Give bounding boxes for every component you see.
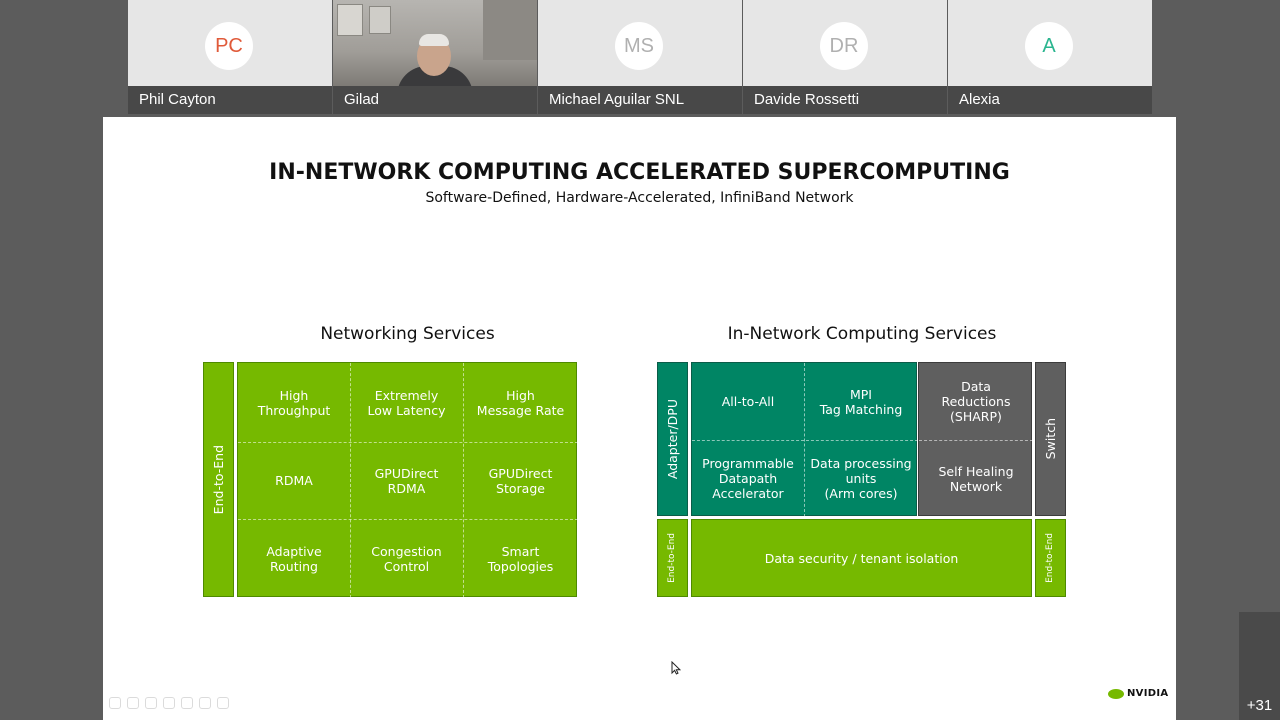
participant-name: Alexia [948,86,1152,114]
shared-slide: IN-NETWORK COMPUTING ACCELERATED SUPERCO… [103,117,1176,720]
prev-slide-icon[interactable] [109,697,121,709]
participant-name: Phil Cayton [128,86,332,114]
avatar: A [1025,22,1073,70]
avatar: MS [615,22,663,70]
more-options-icon[interactable] [181,697,193,709]
avatar-initials: DR [829,34,859,57]
slide-subtitle: Software-Defined, Hardware-Accelerated, … [425,190,854,206]
more-participants-count: +31 [1246,697,1273,714]
data-security-bar: Data security / tenant isolation [691,519,1032,597]
nvidia-logo: NVIDIA [1108,688,1168,699]
participant-name: Gilad [333,86,537,114]
end-to-end-left-bar: End-to-End [657,519,688,597]
participant-tile-phil-cayton[interactable]: PC Phil Cayton [128,0,332,114]
slide-title: IN-NETWORK COMPUTING ACCELERATED SUPERCO… [269,160,1010,185]
adapter-dpu-side-bar: Adapter/DPU [657,362,688,516]
nvidia-logo-text: NVIDIA [1127,688,1169,699]
participant-strip: PC Phil Cayton Gilad MS Michael Aguilar … [128,0,1152,114]
end-to-end-side-bar: End-to-End [203,362,234,597]
participant-video [333,0,537,86]
switch-side-bar: Switch [1035,362,1066,516]
slides-grid-icon[interactable] [163,697,175,709]
participant-tile-davide-rossetti[interactable]: DR Davide Rossetti [743,0,947,114]
slideshow-toolbar [109,697,229,709]
participant-tile-gilad[interactable]: Gilad [333,0,537,114]
cell-rdma: RDMA [275,473,313,488]
in-network-computing-heading: In-Network Computing Services [727,324,997,344]
subtitles-icon[interactable] [199,697,211,709]
avatar-initials: A [1042,34,1056,57]
pen-icon[interactable] [145,697,157,709]
zoom-icon[interactable] [217,697,229,709]
more-participants-button[interactable]: +31 [1239,612,1280,720]
end-to-end-label: End-to-End [211,444,226,515]
next-slide-icon[interactable] [127,697,139,709]
adapter-dpu-label: Adapter/DPU [665,398,680,480]
data-security-label: Data security / tenant isolation [764,550,959,566]
mouse-cursor-icon [671,660,682,679]
switch-label: Switch [1043,418,1058,460]
participant-tile-michael-aguilar[interactable]: MS Michael Aguilar SNL [538,0,742,114]
end-to-end-right-label: End-to-End [1045,533,1056,583]
avatar: DR [820,22,868,70]
nvidia-eye-icon [1108,688,1124,699]
cell-all-to-all: All-to-All [721,394,775,409]
networking-services-heading: Networking Services [320,324,495,344]
end-to-end-left-label: End-to-End [667,533,678,583]
participant-name: Michael Aguilar SNL [538,86,742,114]
participant-tile-alexia[interactable]: A Alexia [948,0,1152,114]
participant-name: Davide Rossetti [743,86,947,114]
avatar-initials: MS [624,34,654,57]
avatar: PC [205,22,253,70]
end-to-end-right-bar: End-to-End [1035,519,1066,597]
avatar-initials: PC [215,34,243,57]
